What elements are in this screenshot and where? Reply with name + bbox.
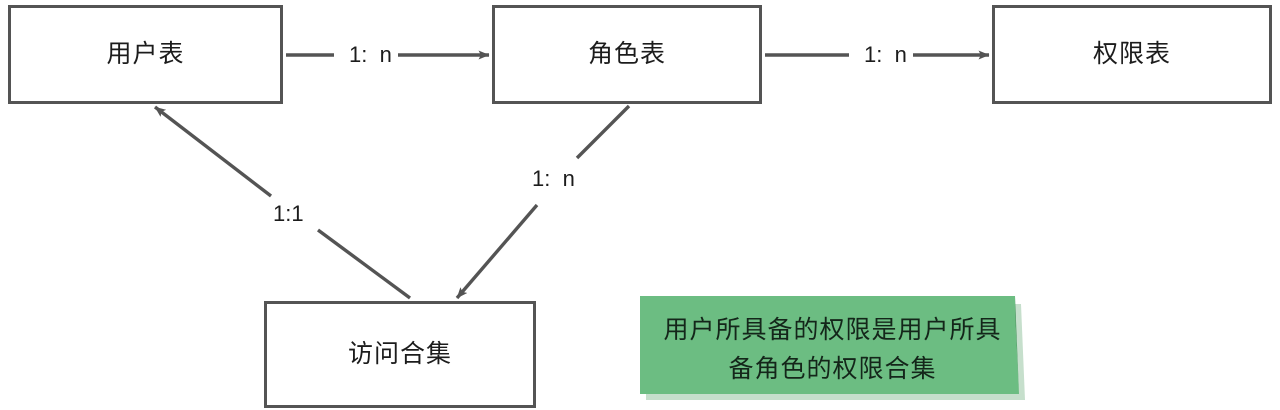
edge-access-set-to-user [153, 105, 412, 300]
edge-label-access-set-to-user: 1:1 [273, 201, 304, 226]
edge-label-role-to-permission: 1: n [864, 42, 907, 67]
sticky-note-line-2: 备角色的权限合集 [728, 355, 937, 383]
entity-box-access-set[interactable]: 访问合集 [264, 301, 536, 408]
entity-label-permission-table: 权限表 [1092, 40, 1171, 68]
edge-line-role-to-access-set-upper [575, 104, 631, 160]
sticky-note-shape [640, 296, 1025, 400]
entity-label-user-table: 用户表 [106, 40, 185, 68]
edge-label-user-to-role: 1: n [349, 42, 392, 67]
edge-line-role-to-access-set-lower [455, 203, 539, 300]
entity-box-user-table[interactable]: 用户表 [8, 5, 283, 104]
entity-box-permission-table[interactable]: 权限表 [992, 5, 1272, 104]
edge-label-role-to-access-set: 1: n [532, 166, 575, 191]
entity-label-role-table: 角色表 [587, 40, 666, 68]
sticky-note-fold-icon [1015, 296, 1019, 394]
sticky-note-line-1: 用户所具备的权限是用户所具 [663, 315, 1002, 344]
entity-label-access-set: 访问合集 [347, 340, 452, 368]
sticky-note-text: 用户所具备的权限是用户所具 备角色的权限合集 [640, 296, 1025, 410]
edge-line-access-set-to-user-upper [153, 105, 273, 198]
edge-line-access-set-to-user-lower [316, 228, 412, 300]
edge-role-to-access-set [455, 104, 631, 300]
sticky-note-body [640, 296, 1019, 394]
entity-box-role-table[interactable]: 角色表 [492, 5, 762, 104]
sticky-note-permission[interactable]: 用户所具备的权限是用户所具 备角色的权限合集 [640, 296, 1025, 404]
